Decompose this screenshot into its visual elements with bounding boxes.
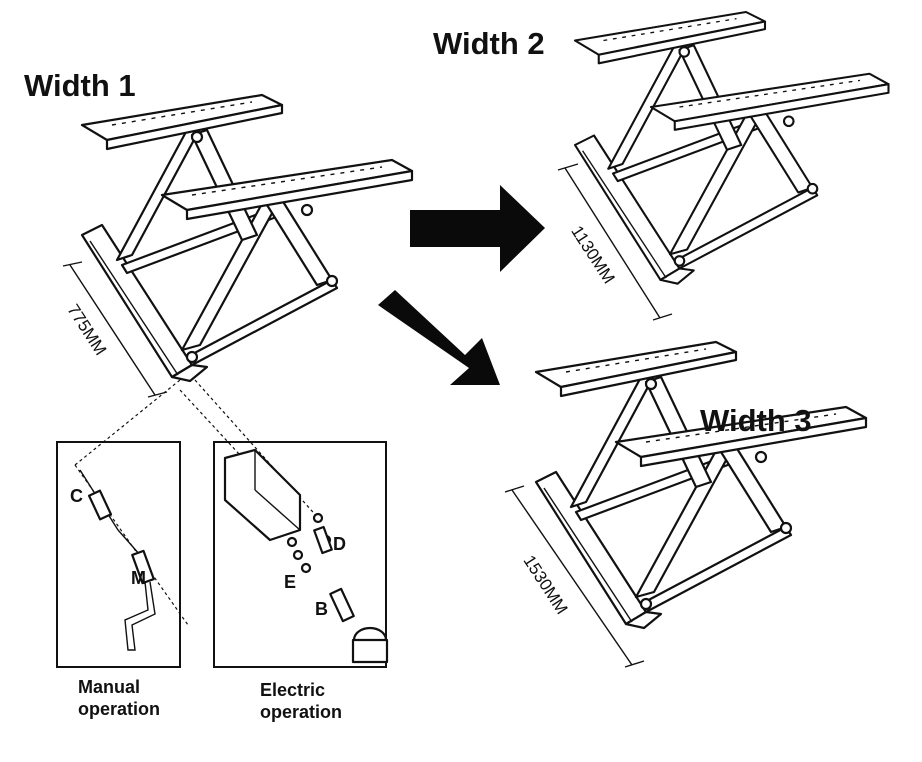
arrow-to-width-2: [410, 185, 545, 272]
caption-electric-operation: Electric operation: [260, 679, 342, 723]
electric-motor-drawing: [179, 379, 389, 664]
title-width-2: Width 2: [433, 26, 545, 61]
electric-operation-panel: [213, 441, 387, 668]
part-label-e: E: [284, 572, 297, 592]
title-width-1: Width 1: [24, 68, 136, 103]
part-label-b: B: [315, 599, 328, 619]
caption-manual-operation: Manual operation: [78, 676, 160, 720]
caption-electric-line2: operation: [260, 702, 343, 722]
part-label-d: D: [333, 534, 346, 554]
lift-width-2: [573, 10, 890, 285]
lift-width-3: [534, 340, 868, 630]
manual-operation-panel: [56, 441, 181, 668]
arrow-to-width-3: [378, 290, 500, 385]
dimension-line-width-2: [557, 163, 673, 321]
part-label-m: M: [131, 568, 146, 588]
caption-manual-line1: Manual: [78, 677, 141, 697]
dimension-line-width-3: [504, 485, 645, 668]
caption-electric-line1: Electric: [260, 680, 326, 700]
lift-width-1: [80, 93, 414, 383]
part-label-c: C: [70, 486, 83, 506]
caption-manual-line2: operation: [78, 699, 161, 719]
title-width-3: Width 3: [700, 403, 812, 438]
manual-crank-drawing: [74, 379, 189, 651]
